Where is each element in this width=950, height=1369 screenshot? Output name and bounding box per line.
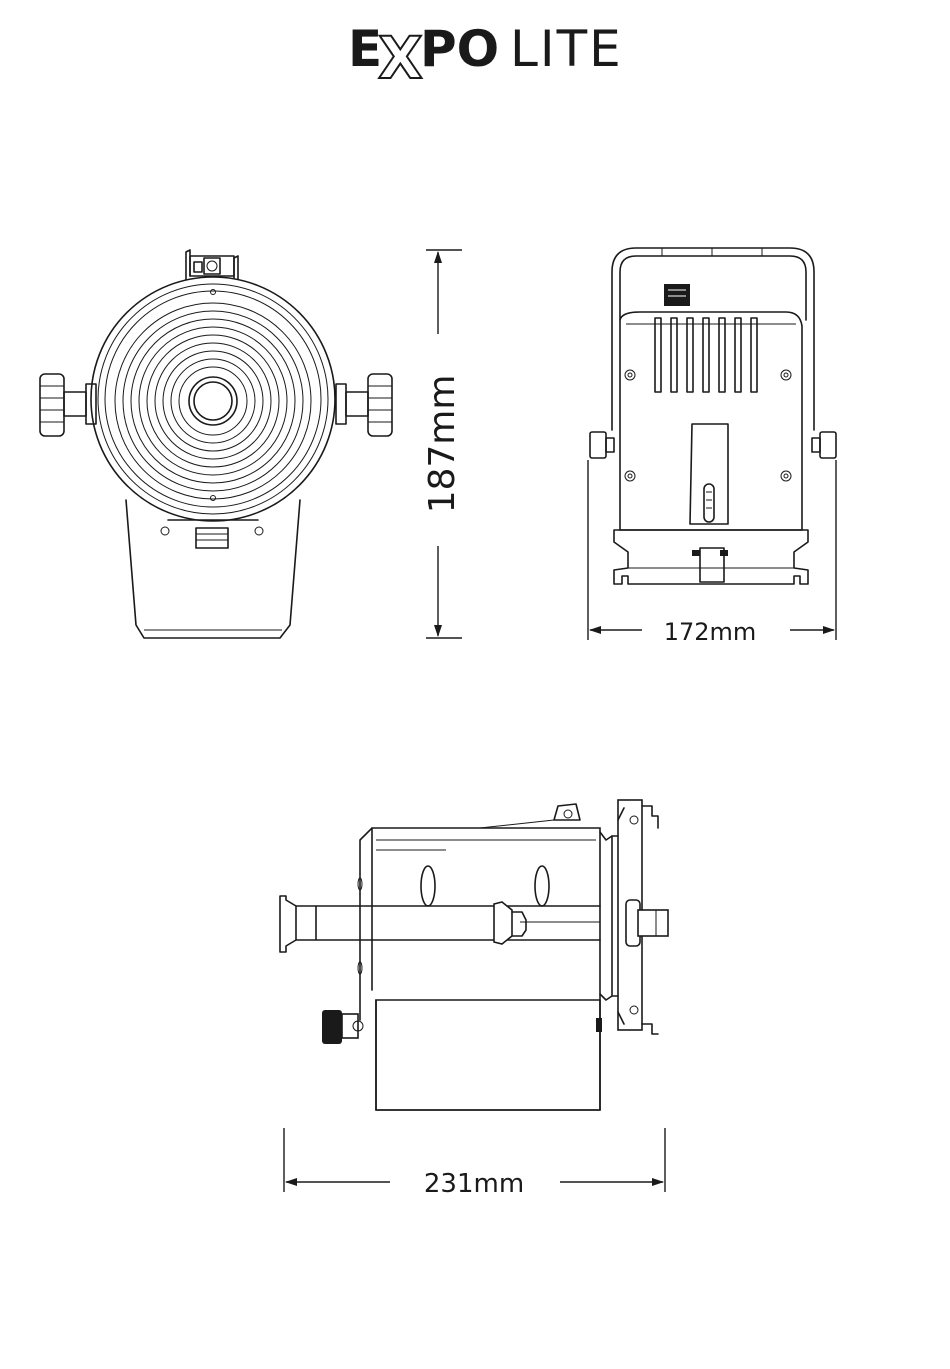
depth-dimension: 231mm	[284, 1128, 665, 1199]
front-view-drawing	[40, 250, 392, 638]
logo-light-lite: LITE	[510, 20, 623, 78]
depth-dimension-label: 231mm	[424, 1169, 524, 1199]
height-dimension-label: 187mm	[422, 375, 463, 514]
logo-letter-x: X	[378, 24, 423, 92]
side-view-drawing	[590, 248, 836, 584]
expolite-logo: E X PO LITE	[348, 20, 623, 92]
top-view-drawing	[280, 800, 668, 1110]
width-dimension-label: 172mm	[664, 618, 757, 646]
height-dimension: 187mm	[422, 250, 463, 638]
logo-bold-po: PO	[420, 20, 499, 78]
